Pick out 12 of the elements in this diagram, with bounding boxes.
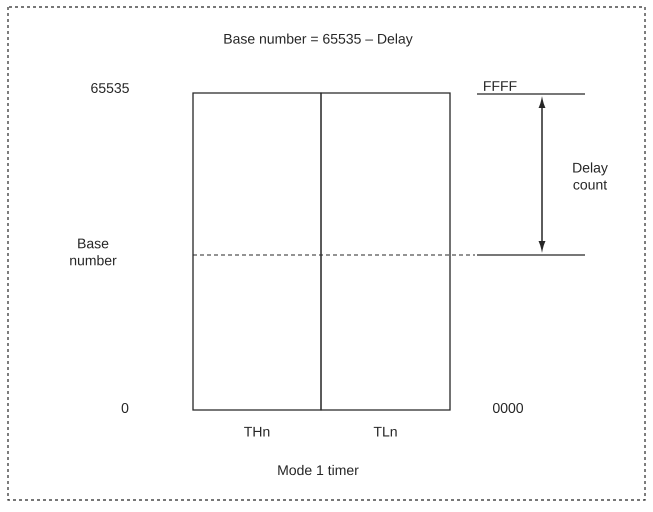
hex-label: FFFF bbox=[484, 81, 517, 91]
dimension-label: Delay count bbox=[573, 162, 608, 190]
title: Base number = 65535 – Delay bbox=[224, 33, 413, 47]
register-box: THn bbox=[192, 92, 322, 436]
level-label: Base number bbox=[70, 238, 116, 266]
value-label: 0 bbox=[122, 403, 128, 413]
caption: Mode 1 timer bbox=[278, 464, 359, 476]
register-box: TLn bbox=[320, 92, 451, 436]
hex-label: 0000 bbox=[492, 403, 524, 413]
node-label: THn bbox=[244, 426, 270, 436]
value-label: 65535 bbox=[91, 83, 129, 93]
node-label: TLn bbox=[374, 426, 397, 436]
